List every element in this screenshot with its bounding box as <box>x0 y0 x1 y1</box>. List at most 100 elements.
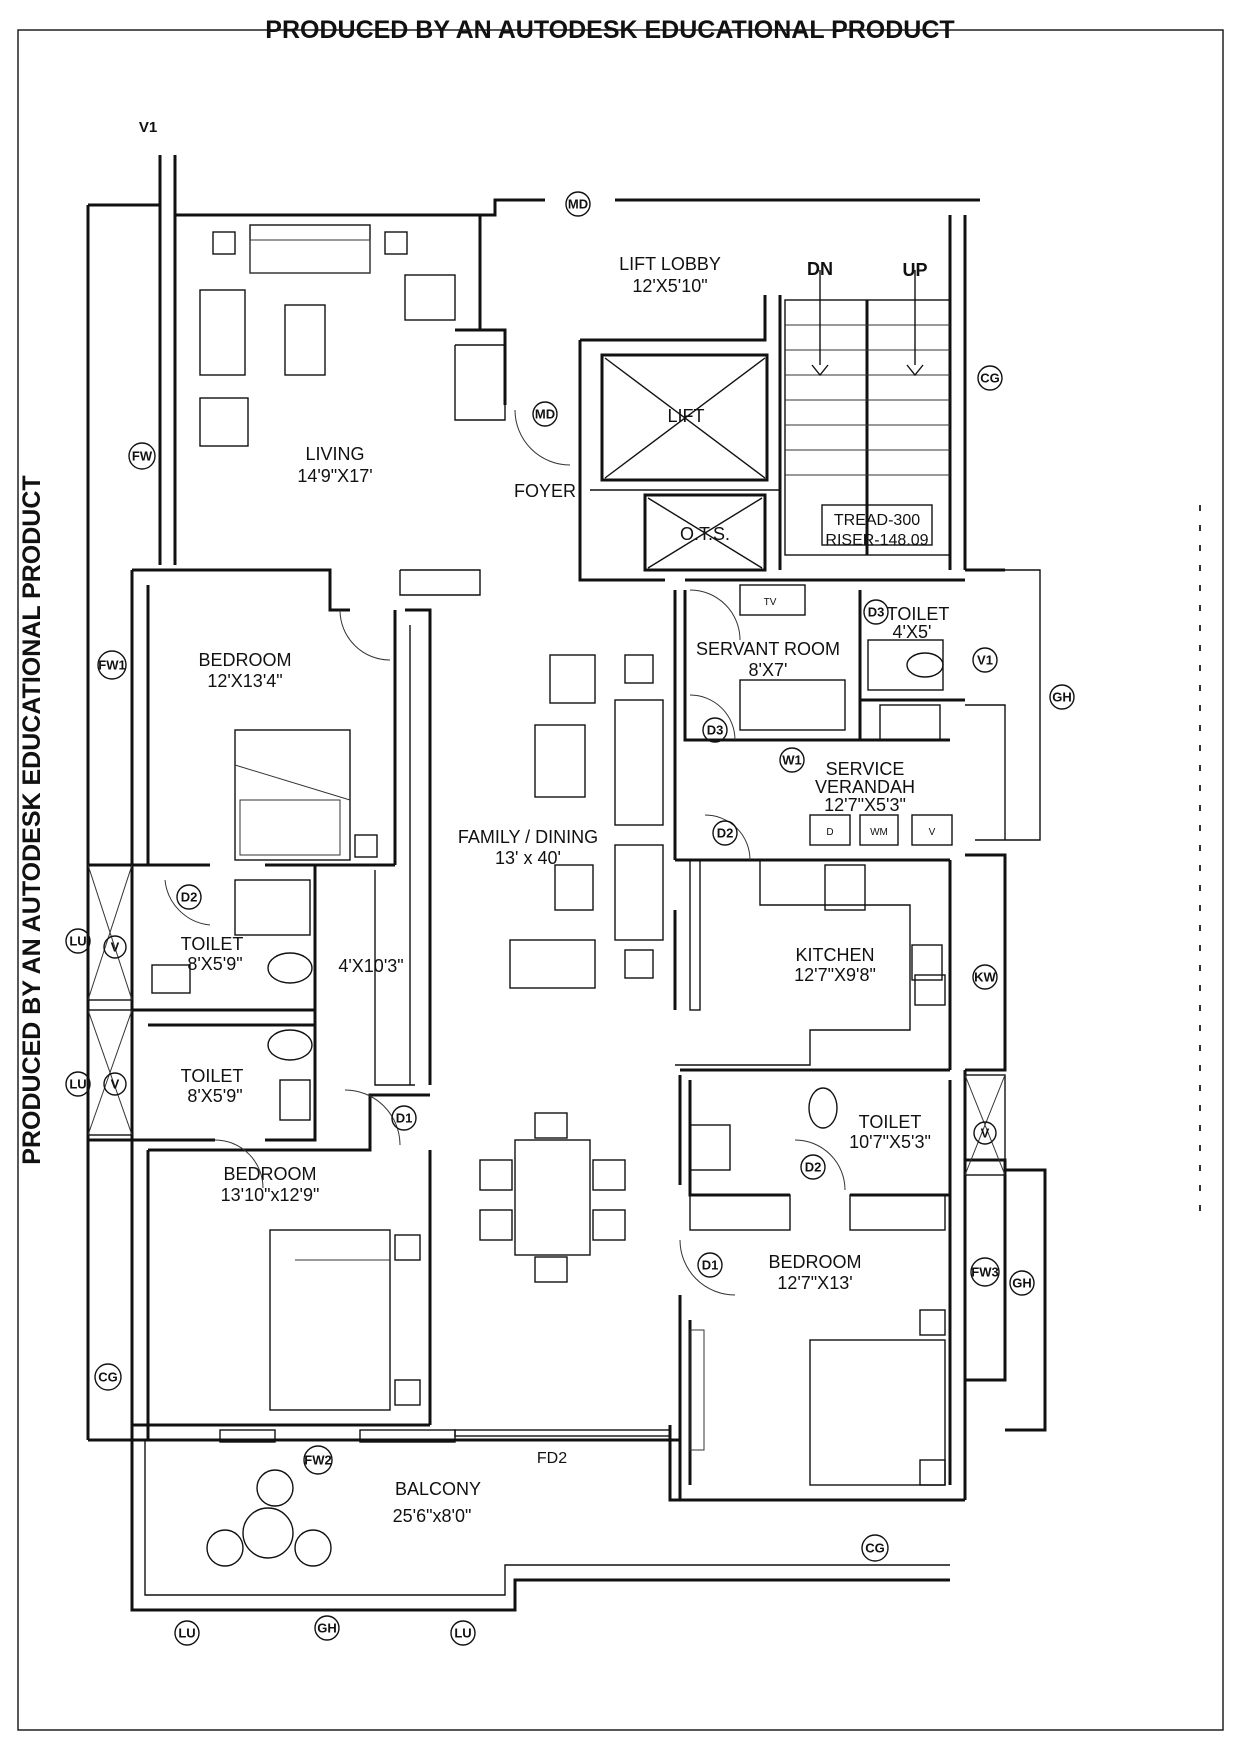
svg-text:V: V <box>111 1077 120 1092</box>
tag-v-b: V <box>103 1072 127 1096</box>
bedroom2-size: 13'10"x12'9" <box>221 1185 320 1205</box>
lift-lobby-size: 12'X5'10" <box>632 276 707 296</box>
svg-text:D2: D2 <box>805 1160 822 1175</box>
ots-shaft <box>643 493 767 572</box>
svg-text:W1: W1 <box>782 753 802 768</box>
family-dining-furniture <box>479 654 664 1283</box>
door-swings <box>164 409 846 1296</box>
svg-text:D1: D1 <box>396 1111 413 1126</box>
svg-text:D1: D1 <box>702 1258 719 1273</box>
tag-d3-b: D3 <box>702 717 728 743</box>
family-dining-name: FAMILY / DINING <box>458 827 598 847</box>
passage-size: 4'X10'3" <box>338 956 403 976</box>
tag-kw: KW <box>972 964 998 990</box>
tag-fw2: FW2 <box>303 1445 333 1475</box>
lift-lobby-name: LIFT LOBBY <box>619 254 721 274</box>
balcony-size: 25'6"x8'0" <box>393 1506 472 1526</box>
balcony-name: BALCONY <box>395 1479 481 1499</box>
svg-text:FW2: FW2 <box>304 1453 331 1468</box>
fixtures <box>151 584 953 1231</box>
tag-v-a: V <box>103 935 127 959</box>
tag-d3-a: D3 <box>863 599 889 625</box>
tag-fw: FW <box>128 442 156 470</box>
lift-shaft <box>600 353 769 482</box>
tag-v1: V1 <box>972 647 998 673</box>
dryer-label: D <box>826 827 833 838</box>
svg-text:FW1: FW1 <box>98 658 125 673</box>
svg-text:FW: FW <box>132 449 153 464</box>
bedroom1-size: 12'X13'4" <box>207 671 282 691</box>
side-watermark: PRODUCED BY AN AUTODESK EDUCATIONAL PROD… <box>18 475 46 1164</box>
riser-label: RISER-148.09 <box>825 532 928 549</box>
tag-cg-stair: CG <box>977 365 1003 391</box>
svg-text:CG: CG <box>865 1541 885 1556</box>
tag-cg-left: CG <box>94 1363 122 1391</box>
tag-md-foyer: MD <box>532 401 558 427</box>
svg-text:GH: GH <box>1012 1276 1032 1291</box>
tag-lu-3: LU <box>174 1620 200 1646</box>
kitchen-size: 12'7"X9'8" <box>794 965 876 985</box>
foyer-name: FOYER <box>514 481 576 501</box>
duct-inner <box>965 704 1006 840</box>
servant-toilet-size: 4'X5' <box>893 622 932 642</box>
svg-text:V: V <box>111 940 120 955</box>
toilet2-name: TOILET <box>181 1066 244 1086</box>
svg-text:GH: GH <box>317 1621 337 1636</box>
interior-walls <box>132 215 965 1500</box>
svg-text:LU: LU <box>69 934 86 949</box>
svg-text:LU: LU <box>454 1626 471 1641</box>
svg-text:D3: D3 <box>868 605 885 620</box>
vanity-label: V <box>929 827 936 838</box>
svg-text:D3: D3 <box>707 723 724 738</box>
tag-lu-1: LU <box>65 928 91 954</box>
toilet1-size: 8'X5'9" <box>187 954 242 974</box>
external-duct <box>975 569 1041 841</box>
servant-toilet-name: TOILET <box>887 604 950 624</box>
balcony-walls <box>130 1440 950 1612</box>
svg-text:LU: LU <box>69 1077 86 1092</box>
tag-gh-bottom: GH <box>314 1615 340 1641</box>
svg-text:MD: MD <box>568 197 588 212</box>
tag-w1: W1 <box>779 747 805 773</box>
service-verandah-name2: VERANDAH <box>815 777 915 797</box>
tag-v-c: V <box>973 1121 997 1145</box>
svg-text:V1: V1 <box>977 653 993 668</box>
svg-text:FW3: FW3 <box>971 1265 998 1280</box>
tag-d2-c: D2 <box>800 1154 826 1180</box>
svg-text:D2: D2 <box>717 826 734 841</box>
tag-fw3: FW3 <box>970 1257 1000 1287</box>
service-verandah-name1: SERVICE <box>826 759 905 779</box>
toilet1-name: TOILET <box>181 934 244 954</box>
svg-text:MD: MD <box>535 407 555 422</box>
living-name: LIVING <box>305 444 364 464</box>
family-dining-size: 13' x 40' <box>495 848 561 868</box>
bedroom3-size: 12'7"X13' <box>777 1273 852 1293</box>
service-verandah-size: 12'7"X5'3" <box>824 795 906 815</box>
tag-md-top: MD <box>565 191 591 217</box>
svg-text:LU: LU <box>178 1626 195 1641</box>
window-vents <box>87 864 1006 1443</box>
tread-label: TREAD-300 <box>834 512 920 529</box>
bedroom2-name: BEDROOM <box>223 1164 316 1184</box>
stair-up-label: UP <box>902 260 927 280</box>
tag-d1-b: D1 <box>697 1252 723 1278</box>
lift-cross <box>604 357 766 569</box>
svg-text:CG: CG <box>98 1370 118 1385</box>
tag-d1-a: D1 <box>391 1105 417 1131</box>
lift-name: LIFT <box>667 406 704 426</box>
svg-text:V: V <box>981 1126 990 1141</box>
sheet-border <box>17 29 1224 1731</box>
tag-fw1: FW1 <box>97 650 127 680</box>
top-watermark: PRODUCED BY AN AUTODESK EDUCATIONAL PROD… <box>265 16 954 44</box>
living-furniture <box>199 224 456 447</box>
toilet3-name: TOILET <box>859 1112 922 1132</box>
servant-room-name: SERVANT ROOM <box>696 639 840 659</box>
tag-lu-4: LU <box>450 1620 476 1646</box>
balcony-furniture <box>206 1469 332 1567</box>
svg-text:GH: GH <box>1052 690 1072 705</box>
bedroom3-name: BEDROOM <box>768 1252 861 1272</box>
servant-room-size: 8'X7' <box>749 660 788 680</box>
tag-gh-right2: GH <box>1009 1270 1035 1296</box>
tag-cg-bottom: CG <box>861 1534 889 1562</box>
